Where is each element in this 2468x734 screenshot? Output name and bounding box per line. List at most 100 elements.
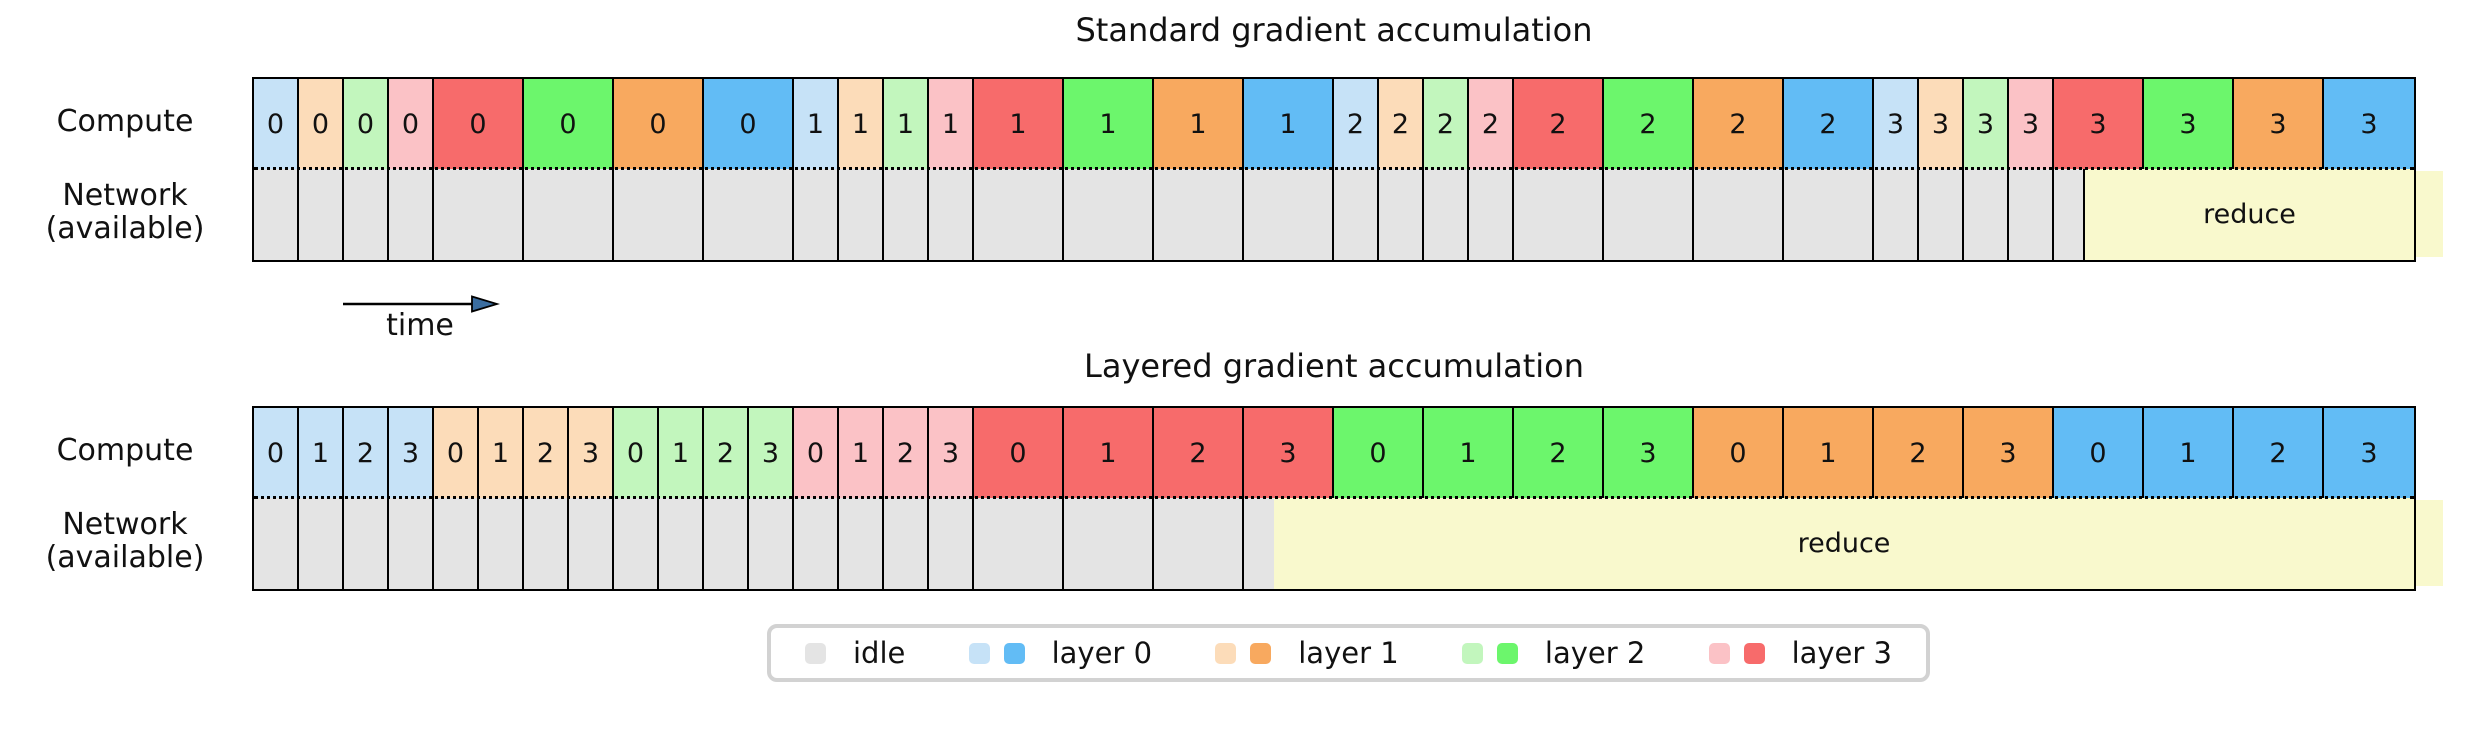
- compute-cell: 2: [1694, 79, 1784, 169]
- network-idle-cell: [434, 169, 524, 260]
- compute-cell: 2: [1784, 79, 1874, 169]
- network-idle-cell: [974, 498, 1064, 589]
- network-idle-cell: [659, 498, 704, 589]
- network-idle-cell: [749, 498, 794, 589]
- idle-color-swatch: [805, 642, 826, 664]
- compute-cell: 0: [1334, 408, 1424, 498]
- layer2-forward-swatch: [1461, 642, 1483, 664]
- compute-cell: 2: [884, 408, 929, 498]
- compute-cell: 3: [929, 408, 974, 498]
- network-idle-cell: [839, 498, 884, 589]
- network-idle-cell: [929, 498, 974, 589]
- compute-cell: 2: [704, 408, 749, 498]
- network-idle-cell: [569, 498, 614, 589]
- compute-network-divider: [254, 167, 2414, 170]
- layer2-swatches: [1461, 642, 1518, 664]
- network-idle-cell: [434, 498, 479, 589]
- network-idle-cell: [1064, 498, 1154, 589]
- time-arrow-icon: [343, 295, 500, 313]
- compute-cell: 2: [1469, 79, 1514, 169]
- layer1-forward-swatch: [1215, 642, 1237, 664]
- network-idle-cell: [1244, 169, 1334, 260]
- network-label-line1: Network: [62, 178, 188, 214]
- network-idle-cell: [1964, 169, 2009, 260]
- standard-network-track: reduce: [254, 169, 2414, 260]
- legend-label-layer3: layer 3: [1791, 636, 1892, 670]
- standard-compute-row-label: Compute: [0, 77, 250, 167]
- compute-cell: 0: [704, 79, 794, 169]
- legend-item-layer2: layer 2: [1461, 636, 1646, 670]
- compute-cell: 3: [2324, 79, 2414, 169]
- compute-cell: 1: [299, 408, 344, 498]
- legend-item-idle: idle: [805, 636, 905, 670]
- network-idle-cell: [1424, 169, 1469, 260]
- legend-label-layer2: layer 2: [1544, 636, 1646, 670]
- network-idle-cell: [524, 498, 569, 589]
- legend-item-layer1: layer 1: [1215, 636, 1399, 670]
- network-idle-cell: [1334, 169, 1379, 260]
- compute-cell: 0: [254, 79, 299, 169]
- layered-compute-row-label: Compute: [0, 406, 250, 496]
- compute-cell: 2: [1424, 79, 1469, 169]
- network-idle-cell: [344, 169, 389, 260]
- compute-cell: 0: [1694, 408, 1784, 498]
- compute-cell: 2: [1514, 79, 1604, 169]
- time-axis-label: time: [386, 308, 454, 343]
- network-idle-cell: [1874, 169, 1919, 260]
- network-idle-cell: [974, 169, 1064, 260]
- compute-cell: 3: [749, 408, 794, 498]
- layer0-swatches: [968, 642, 1025, 664]
- compute-cell: 2: [1514, 408, 1604, 498]
- compute-cell: 3: [2054, 79, 2144, 169]
- compute-cell: 3: [1244, 408, 1334, 498]
- compute-cell: 1: [839, 408, 884, 498]
- compute-cell: 3: [389, 408, 434, 498]
- layer3-swatches: [1708, 642, 1765, 664]
- compute-cell: 3: [569, 408, 614, 498]
- reduce-block-label: reduce: [2203, 199, 2296, 230]
- compute-cell: 0: [524, 79, 614, 169]
- compute-cell: 1: [659, 408, 704, 498]
- compute-cell: 3: [1874, 79, 1919, 169]
- network-idle-cell: [1604, 169, 1694, 260]
- idle-swatch: [805, 642, 826, 664]
- network-idle-cell: [1379, 169, 1424, 260]
- compute-cell: 3: [1964, 79, 2009, 169]
- network-label-line1: Network: [62, 507, 188, 543]
- compute-cell: 0: [2054, 408, 2144, 498]
- compute-cell: 3: [2234, 79, 2324, 169]
- compute-cell: 0: [434, 79, 524, 169]
- compute-cell: 0: [299, 79, 344, 169]
- compute-cell: 2: [344, 408, 389, 498]
- compute-cell: 0: [614, 79, 704, 169]
- compute-cell: 2: [1154, 408, 1244, 498]
- compute-cell: 3: [1604, 408, 1694, 498]
- compute-cell: 0: [434, 408, 479, 498]
- network-idle-cell: [704, 169, 794, 260]
- compute-cell: 2: [1874, 408, 1964, 498]
- layer3-backward-swatch: [1743, 642, 1765, 664]
- compute-cell: 3: [2324, 408, 2414, 498]
- compute-network-divider: [254, 496, 2414, 499]
- network-idle-cell: [929, 169, 974, 260]
- layer0-backward-swatch: [1003, 642, 1025, 664]
- reduce-block: reduce: [2083, 169, 2414, 260]
- compute-cell: 1: [839, 79, 884, 169]
- network-idle-cell: [1154, 169, 1244, 260]
- layer1-backward-swatch: [1250, 642, 1272, 664]
- legend-item-layer3: layer 3: [1708, 636, 1892, 670]
- network-idle-cell: [299, 169, 344, 260]
- network-idle-cell: [2054, 169, 2083, 260]
- standard-reduce-overflow: [2416, 171, 2443, 257]
- layer1-swatches: [1215, 642, 1272, 664]
- network-idle-cell: [389, 169, 434, 260]
- network-idle-cell: [1469, 169, 1514, 260]
- layered-network-row-label: Network (available): [0, 496, 250, 587]
- network-idle-cell: [389, 498, 434, 589]
- layer0-forward-swatch: [968, 642, 990, 664]
- standard-network-row-label: Network (available): [0, 167, 250, 258]
- compute-cell: 3: [2144, 79, 2234, 169]
